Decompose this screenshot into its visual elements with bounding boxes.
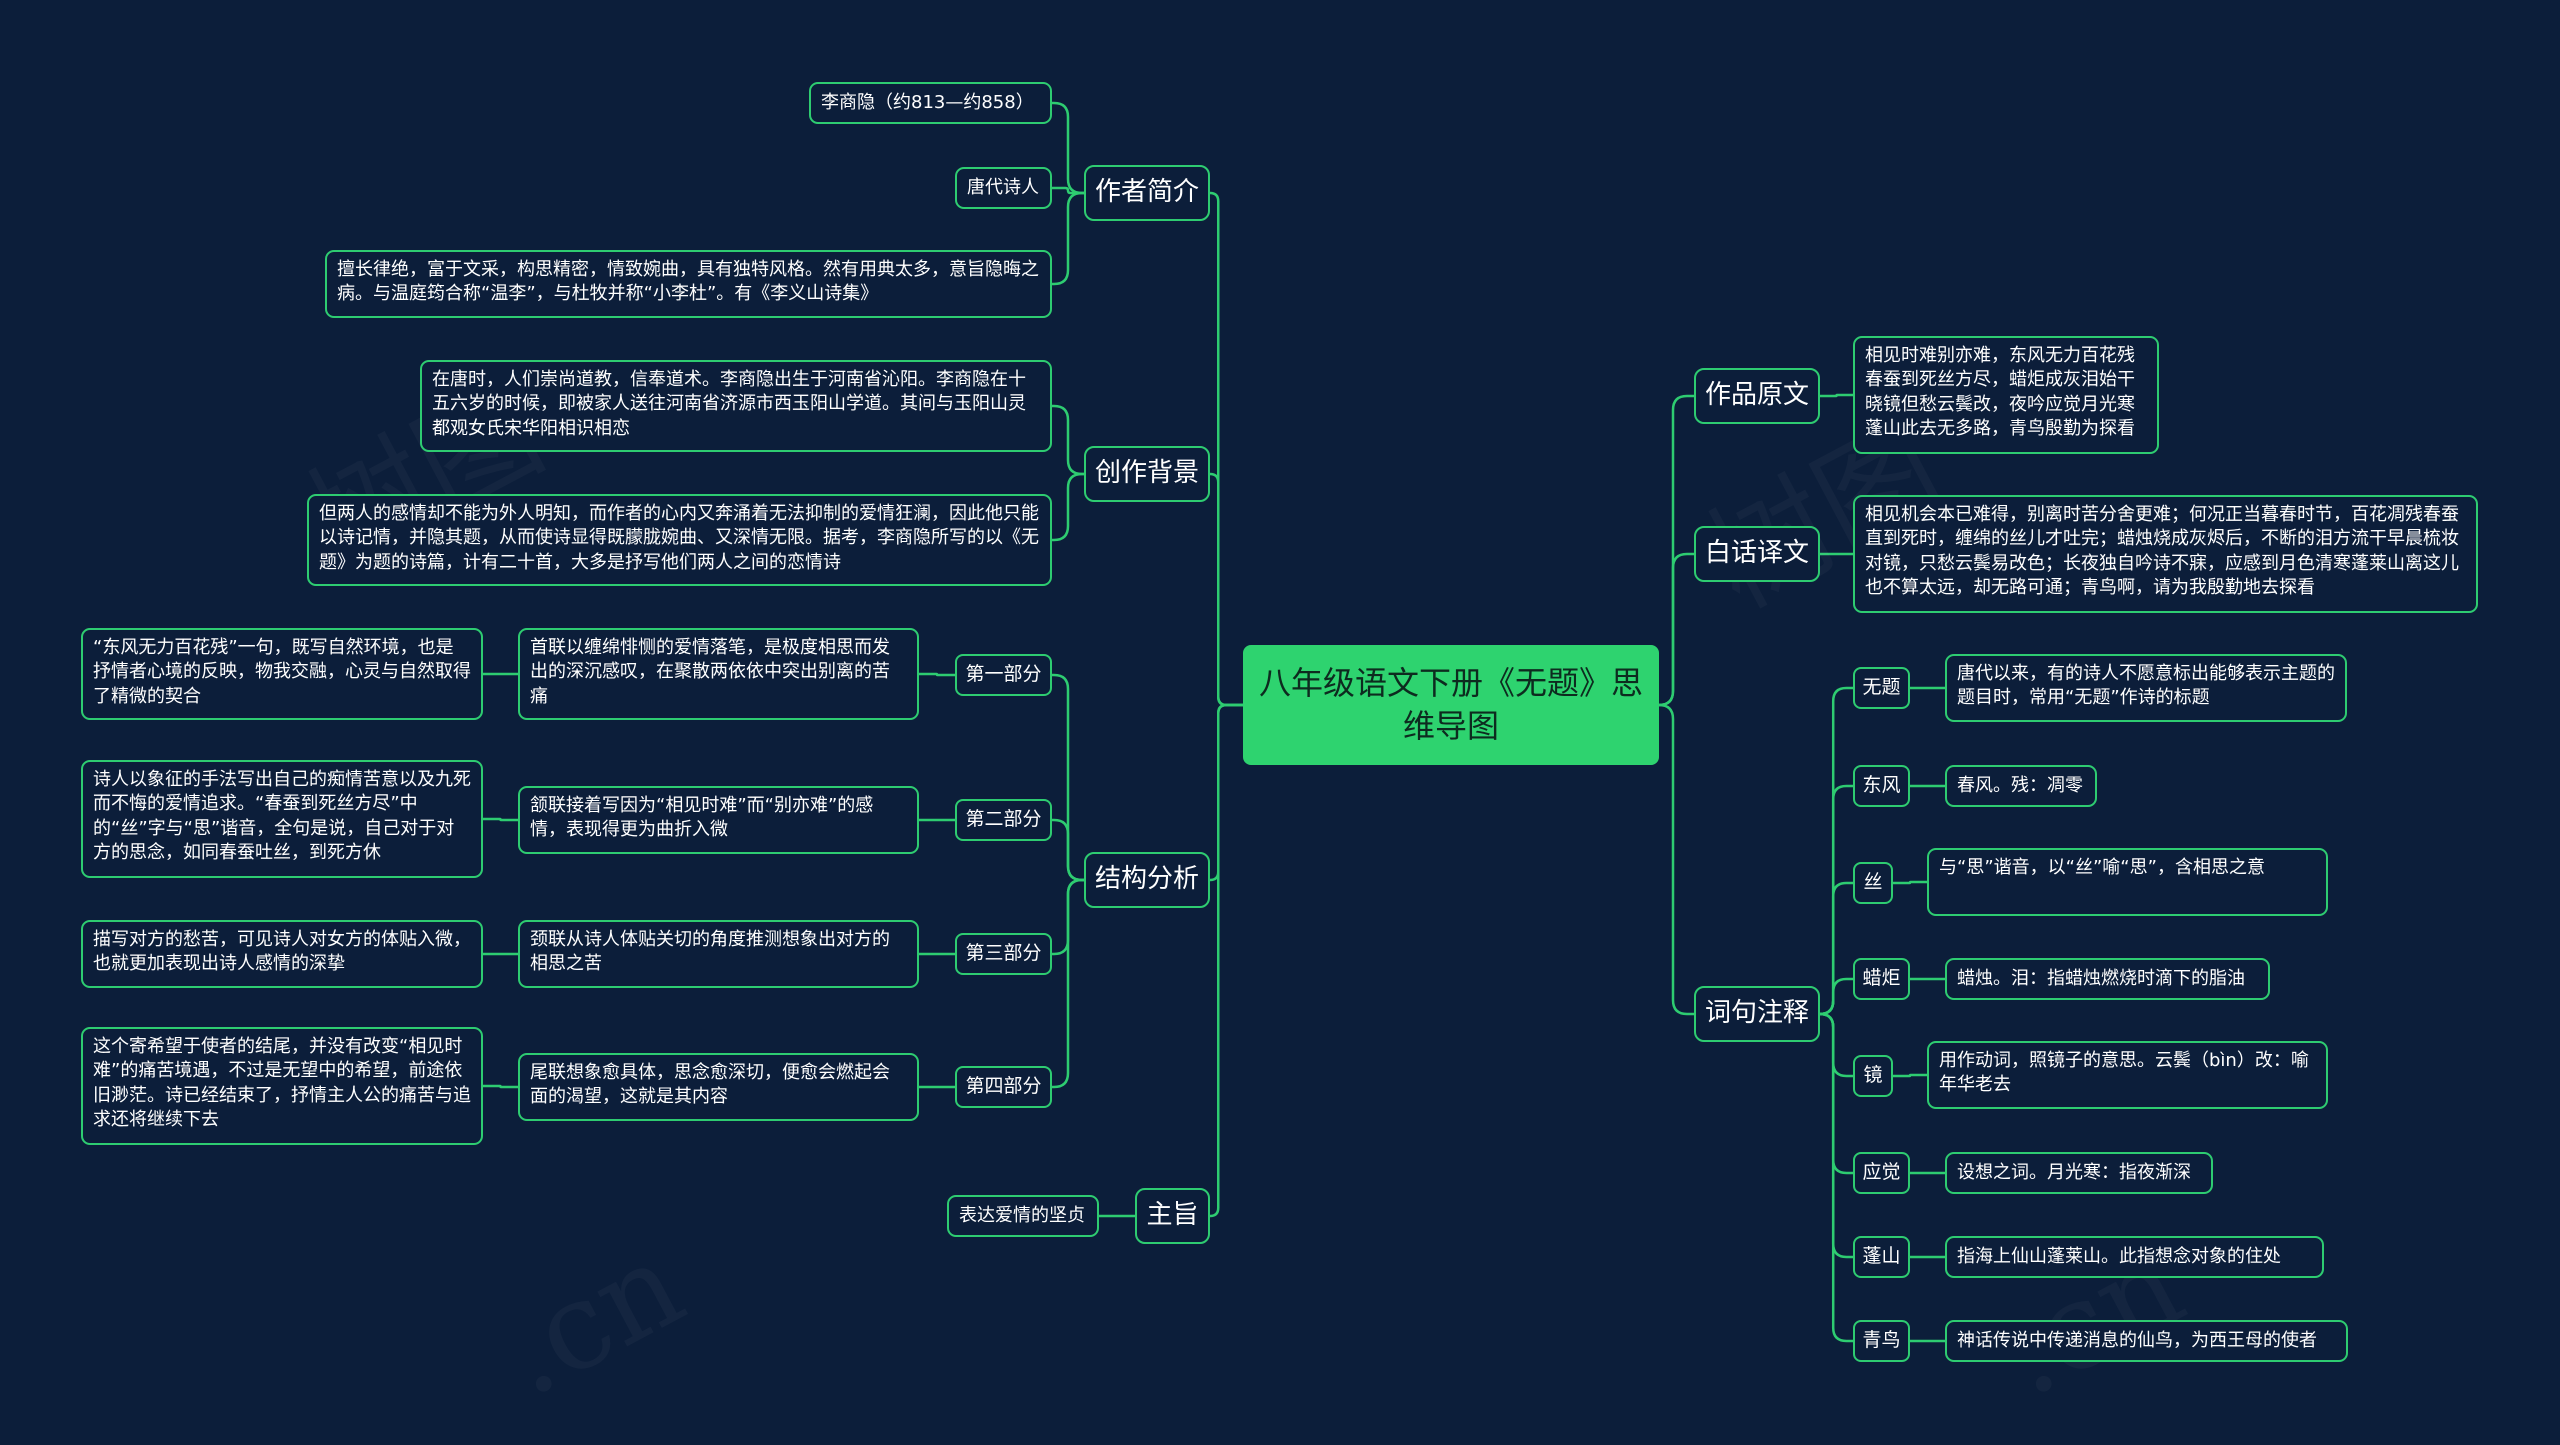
branch-word-notes[interactable]: 词句注释 xyxy=(1694,986,1820,1042)
note-definition[interactable]: 指海上仙山蓬莱山。此指想念对象的住处 xyxy=(1945,1236,2324,1278)
structure-part-1-detail[interactable]: “东风无力百花残”一句，既写自然环境，也是抒情者心境的反映，物我交融，心灵与自然… xyxy=(81,628,483,720)
connector-line xyxy=(1819,1012,1853,1343)
root-topic[interactable]: 八年级语文下册《无题》思维导图 xyxy=(1243,645,1659,765)
note-definition[interactable]: 用作动词，照镜子的意思。云鬓（bìn）改：喻年华老去 xyxy=(1927,1041,2328,1109)
note-term-wuti[interactable]: 无题 xyxy=(1853,667,1910,709)
note-term-pengshan[interactable]: 蓬山 xyxy=(1853,1236,1910,1278)
connector-line xyxy=(1052,186,1084,195)
note-definition[interactable]: 蜡烛。泪：指蜡烛燃烧时滴下的脂油 xyxy=(1945,958,2270,1000)
connector-line xyxy=(1052,472,1084,542)
connector-line xyxy=(1052,878,1084,1089)
connector-line xyxy=(1209,703,1243,882)
structure-part-3[interactable]: 第三部分 xyxy=(955,933,1052,975)
connector-line xyxy=(1893,880,1927,885)
structure-part-2[interactable]: 第二部分 xyxy=(955,799,1052,841)
connector-line xyxy=(1209,703,1243,1218)
connector-line xyxy=(1052,404,1084,476)
connector-line xyxy=(1820,393,1853,398)
connector-line xyxy=(1209,191,1243,707)
structure-part-3-content[interactable]: 颈联从诗人体贴关切的角度推测想象出对方的相思之苦 xyxy=(518,920,919,988)
branch-author-intro[interactable]: 作者简介 xyxy=(1084,165,1210,221)
branch-original-text[interactable]: 作品原文 xyxy=(1694,368,1820,424)
connector-line xyxy=(1052,818,1084,882)
connector-line xyxy=(1819,1012,1853,1259)
connector-line xyxy=(1658,703,1694,1016)
note-term-laju[interactable]: 蜡炬 xyxy=(1853,958,1910,1000)
structure-part-2-content[interactable]: 颔联接着写因为“相见时难”而“别亦难”的感情，表现得更为曲折入微 xyxy=(518,786,919,854)
structure-part-1[interactable]: 第一部分 xyxy=(955,654,1052,696)
connector-line xyxy=(1209,472,1243,707)
connector-line xyxy=(1819,1012,1853,1175)
background-leaf[interactable]: 但两人的感情却不能为外人明知，而作者的心内又奔涌着无法抑制的爱情狂澜，因此他只能… xyxy=(307,494,1052,586)
connector-line xyxy=(1052,191,1084,286)
connector-line xyxy=(1893,1073,1927,1078)
connector-line xyxy=(1658,394,1694,707)
translation-leaf[interactable]: 相见机会本已难得，别离时苦分舍更难；何况正当暮春时节，百花凋残春蚕直到死时，缠绵… xyxy=(1853,495,2478,613)
note-definition[interactable]: 与“思”谐音，以“丝”喻“思”，含相思之意 xyxy=(1927,848,2328,916)
branch-creation-background[interactable]: 创作背景 xyxy=(1084,446,1210,502)
structure-part-4[interactable]: 第四部分 xyxy=(955,1066,1052,1108)
branch-vernacular-translation[interactable]: 白话译文 xyxy=(1694,526,1820,582)
author-identity-leaf[interactable]: 唐代诗人 xyxy=(955,167,1052,209)
note-definition[interactable]: 唐代以来，有的诗人不愿意标出能够表示主题的题目时，常用“无题”作诗的标题 xyxy=(1945,654,2347,722)
connector-line xyxy=(1819,977,1853,1016)
author-style-leaf[interactable]: 擅长律绝，富于文采，构思精密，情致婉曲，具有独特风格。然有用典太多，意旨隐晦之病… xyxy=(325,250,1052,318)
connector-line xyxy=(483,1084,518,1089)
connector-line xyxy=(1819,1012,1853,1078)
author-name-leaf[interactable]: 李商隐（约813—约858） xyxy=(809,82,1052,124)
connector-line xyxy=(1052,101,1084,195)
note-definition[interactable]: 设想之词。月光寒：指夜渐深 xyxy=(1945,1152,2213,1194)
branch-structure-analysis[interactable]: 结构分析 xyxy=(1084,852,1210,908)
branch-theme[interactable]: 主旨 xyxy=(1135,1188,1210,1244)
note-definition[interactable]: 春风。残：凋零 xyxy=(1945,765,2097,807)
structure-part-1-content[interactable]: 首联以缠绵悱恻的爱情落笔，是极度相思而发出的深沉感叹，在聚散两依依中突出别离的苦… xyxy=(518,628,919,720)
structure-part-4-detail[interactable]: 这个寄希望于使者的结尾，并没有改变“相见时难”的痛苦境遇，不过是无望中的希望，前… xyxy=(81,1027,483,1145)
note-term-jing[interactable]: 镜 xyxy=(1853,1055,1893,1097)
background-leaf[interactable]: 在唐时，人们崇尚道教，信奉道术。李商隐出生于河南省沁阳。李商隐在十五六岁的时候，… xyxy=(420,360,1052,452)
note-term-yingjue[interactable]: 应觉 xyxy=(1853,1152,1910,1194)
note-term-dongfeng[interactable]: 东风 xyxy=(1853,765,1910,807)
note-definition[interactable]: 神话传说中传递消息的仙鸟，为西王母的使者 xyxy=(1945,1320,2348,1362)
connector-line xyxy=(1819,686,1853,1016)
connector-line xyxy=(1819,881,1853,1016)
note-term-si[interactable]: 丝 xyxy=(1853,862,1893,904)
connector-line xyxy=(1658,552,1694,707)
theme-leaf[interactable]: 表达爱情的坚贞 xyxy=(947,1195,1099,1237)
structure-part-2-detail[interactable]: 诗人以象征的手法写出自己的痴情苦意以及九死而不悔的爱情追求。“春蚕到死丝方尽”中… xyxy=(81,760,483,878)
note-term-qingniao[interactable]: 青鸟 xyxy=(1853,1320,1910,1362)
connector-line xyxy=(919,672,955,677)
original-text-leaf[interactable]: 相见时难别亦难，东风无力百花残春蚕到死丝方尽，蜡炬成灰泪始干晓镜但愁云鬓改，夜吟… xyxy=(1853,336,2159,454)
structure-part-3-detail[interactable]: 描写对方的愁苦，可见诗人对女方的体贴入微，也就更加表现出诗人感情的深挚 xyxy=(81,920,483,988)
connector-line xyxy=(483,817,518,822)
structure-part-4-content[interactable]: 尾联想象愈具体，思念愈深切，便愈会燃起会面的渴望，这就是其内容 xyxy=(518,1053,919,1121)
